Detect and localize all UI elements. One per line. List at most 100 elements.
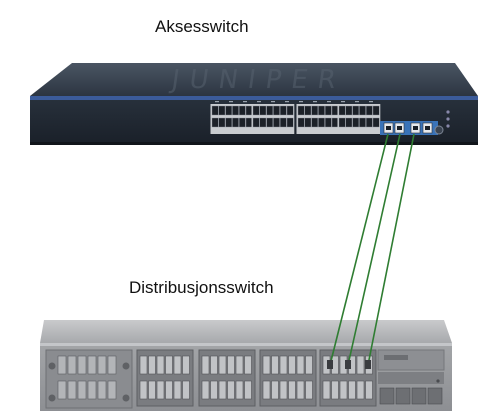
sfp-cage: [210, 380, 218, 400]
sfp-cage: [271, 380, 279, 400]
sfp-cage: [365, 380, 373, 400]
connected-sfp-port: [327, 360, 333, 369]
sfp-cage: [296, 380, 305, 400]
sfp-cage: [97, 355, 107, 375]
sfp-cage: [288, 355, 296, 375]
qsfp-port: [411, 387, 427, 405]
sfp-cage: [279, 355, 288, 375]
uplink-cable: [347, 133, 401, 366]
rj45-port: [232, 105, 239, 116]
access-switch-uplink-ports: [380, 121, 438, 135]
uplink-cable: [367, 133, 415, 366]
access-switch-label: Aksesswitch: [155, 17, 249, 36]
qsfp-port: [379, 387, 395, 405]
rj45-port: [286, 105, 294, 116]
rj45-port: [338, 105, 346, 116]
rj45-port: [211, 105, 219, 116]
management-ports: [378, 372, 444, 384]
rj45-port: [218, 105, 226, 116]
rj45-port: [331, 117, 339, 128]
rj45-port: [286, 117, 294, 128]
rj45-port: [218, 117, 226, 128]
sfp-cage: [165, 380, 173, 400]
sfp-cage: [97, 380, 107, 400]
rj45-port: [225, 105, 233, 116]
sfp-cage: [57, 380, 67, 400]
rj45-port: [372, 105, 380, 116]
rj45-port: [311, 105, 319, 116]
rj45-port: [304, 117, 312, 128]
rj45-port: [359, 117, 366, 128]
uplink-cable: [329, 133, 389, 366]
sfp-cage: [218, 380, 227, 400]
rj45-port: [345, 105, 353, 116]
rj45-port: [366, 117, 373, 128]
sfp-cage: [279, 380, 288, 400]
sfp-cage: [139, 380, 148, 400]
status-led: [446, 110, 450, 114]
console-port-icon: [434, 125, 444, 135]
sfp-cage: [107, 380, 117, 400]
port-label-tick: [313, 101, 317, 103]
sfp-cage: [227, 355, 235, 375]
uplink-port-socket: [397, 126, 402, 130]
rj45-port: [273, 117, 280, 128]
sfp-cage: [210, 355, 218, 375]
rj45-port: [280, 117, 287, 128]
sfp-cage: [107, 355, 117, 375]
rj45-port: [252, 117, 260, 128]
screw-icon: [122, 394, 130, 402]
qsfp-port: [395, 387, 411, 405]
rj45-port: [311, 117, 319, 128]
connected-sfp-port: [365, 360, 371, 369]
uplink-port-socket: [425, 126, 430, 130]
rj45-port: [259, 117, 267, 128]
sfp-cage: [262, 380, 271, 400]
sfp-cage: [87, 355, 97, 375]
sfp-cage: [227, 380, 235, 400]
sfp-cage: [339, 380, 348, 400]
rj45-port: [359, 105, 366, 116]
status-led: [446, 124, 450, 128]
rj45-port: [238, 117, 246, 128]
juniper-watermark: JUNIPER: [168, 65, 348, 95]
rj45-port: [252, 105, 260, 116]
port-label-tick: [257, 101, 261, 103]
uplink-port-socket: [413, 126, 418, 130]
port-label-tick: [355, 101, 359, 103]
port-label-tick: [369, 101, 373, 103]
rj45-port: [318, 117, 325, 128]
sfp-cage: [182, 355, 190, 375]
rj45-port: [318, 105, 325, 116]
sfp-cage: [201, 355, 210, 375]
rj45-port: [245, 117, 253, 128]
port-label-tick: [285, 101, 289, 103]
sfp-cage: [165, 355, 173, 375]
sfp-cage: [148, 380, 156, 400]
rj45-port: [245, 105, 253, 116]
sfp-cage: [244, 355, 252, 375]
rj45-port: [225, 117, 233, 128]
sfp-cage: [87, 380, 97, 400]
sfp-cage: [182, 380, 190, 400]
sfp-cage: [288, 380, 296, 400]
sfp-cage: [322, 380, 331, 400]
port-label-tick: [243, 101, 247, 103]
uplink-port-socket: [386, 126, 391, 130]
sfp-cage: [173, 380, 182, 400]
rj45-port: [232, 117, 239, 128]
sfp-cage: [156, 355, 165, 375]
rj45-port: [345, 117, 353, 128]
status-led: [446, 117, 450, 121]
sfp-cage: [296, 355, 305, 375]
qsfp-port: [427, 387, 443, 405]
screw-icon: [122, 362, 130, 370]
port-label-tick: [341, 101, 345, 103]
rj45-port: [304, 105, 312, 116]
screw-icon: [48, 394, 56, 402]
rj45-port: [266, 117, 274, 128]
access-switch: JUNIPER: [30, 63, 478, 145]
sfp-cage: [77, 355, 87, 375]
uplink-cables: [327, 133, 415, 369]
